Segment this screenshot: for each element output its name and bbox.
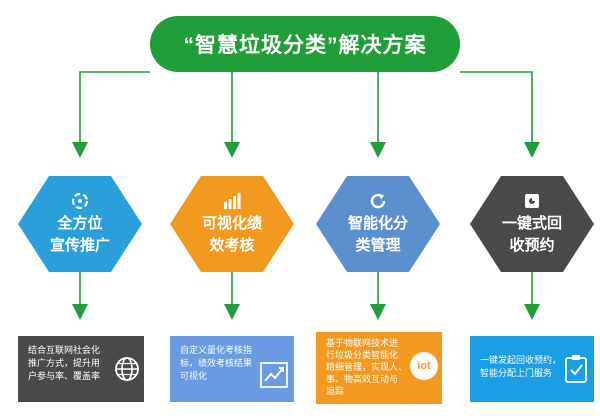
pillar-3-card-line-2: 行垃圾分类智能化 xyxy=(326,350,399,360)
pillar-4-card-line-1: 一键发起回收预约， xyxy=(480,355,562,365)
pillar-3-card-line-3: 精细管理，实现人、 xyxy=(326,362,408,372)
bar-chart-icon xyxy=(224,193,241,209)
iot-icon: iot xyxy=(410,352,438,380)
diagram-title-text: “智慧垃圾分类”解决方案 xyxy=(183,34,427,57)
clipboard-check-icon xyxy=(565,355,587,383)
pillar-4-card: 一键发起回收预约， 智能分配上门服务 xyxy=(470,336,594,402)
pillar-3-label-line-2: 类管理 xyxy=(355,237,401,254)
diagram-title: “智慧垃圾分类”解决方案 xyxy=(150,16,460,72)
pillar-2-label-line-2: 效考核 xyxy=(209,237,255,254)
pillar-3-label-line-1: 智能化分 xyxy=(347,215,408,232)
connector-to-pillar-4 xyxy=(460,71,540,158)
pillar-3-card-line-1: 基于物联网技术进 xyxy=(326,338,399,348)
pillar-3-card-text: 基于物联网技术进 行垃圾分类智能化 精细管理，实现人、 事、物高效互动与 追踪 xyxy=(326,337,407,397)
globe-icon xyxy=(115,357,139,381)
pillar-2-card-line-1: 自定义量化考核指 xyxy=(180,345,253,355)
pillar-2-card-line-2: 标，绩效考核结果 xyxy=(180,358,253,368)
pillar-1-label-line-1: 全方位 xyxy=(57,215,103,232)
pillar-3-card: 基于物联网技术进 行垃圾分类智能化 精细管理，实现人、 事、物高效互动与 追踪 … xyxy=(316,332,442,404)
pillar-2-card: 自定义量化考核指 标，绩效考核结果 可视化 xyxy=(170,336,294,402)
line-chart-icon xyxy=(260,362,288,388)
pillar-1-card: 结合互联网社会化 推广方式，提升用 户参与率、覆盖率 xyxy=(18,336,144,402)
pillar-1-card-text: 结合互联网社会化 推广方式，提升用 户参与率、覆盖率 xyxy=(28,344,100,383)
pillar-4-card-text: 一键发起回收预约， 智能分配上门服务 xyxy=(480,354,561,380)
pillar-4-label-line-1: 一键式回 xyxy=(501,215,562,232)
pillar-2-card-text: 自定义量化考核指 标，绩效考核结果 可视化 xyxy=(180,344,252,383)
pillar-3-card-line-4: 事、物高效互动与 xyxy=(326,374,399,384)
pillar-1-label-line-2: 宣传推广 xyxy=(49,237,110,254)
pillar-3-card-line-5: 追踪 xyxy=(326,386,345,396)
tablet-icon xyxy=(525,194,539,208)
pillar-1-card-line-3: 户参与率、覆盖率 xyxy=(28,371,101,381)
pillar-4-card-line-2: 智能分配上门服务 xyxy=(480,368,553,378)
connector-to-pillar-1 xyxy=(72,71,150,158)
pillar-2-label-line-1: 可视化绩 xyxy=(201,215,262,232)
pillar-2-card-line-3: 可视化 xyxy=(180,371,208,381)
refresh-icon xyxy=(370,193,386,209)
pillar-1-card-line-1: 结合互联网社会化 xyxy=(28,345,101,355)
rotate-circle-icon xyxy=(71,192,89,210)
iot-icon-text: iot xyxy=(417,360,431,372)
pillar-4-label-line-2: 收预约 xyxy=(509,237,555,254)
pillar-1-card-line-2: 推广方式，提升用 xyxy=(28,358,101,368)
